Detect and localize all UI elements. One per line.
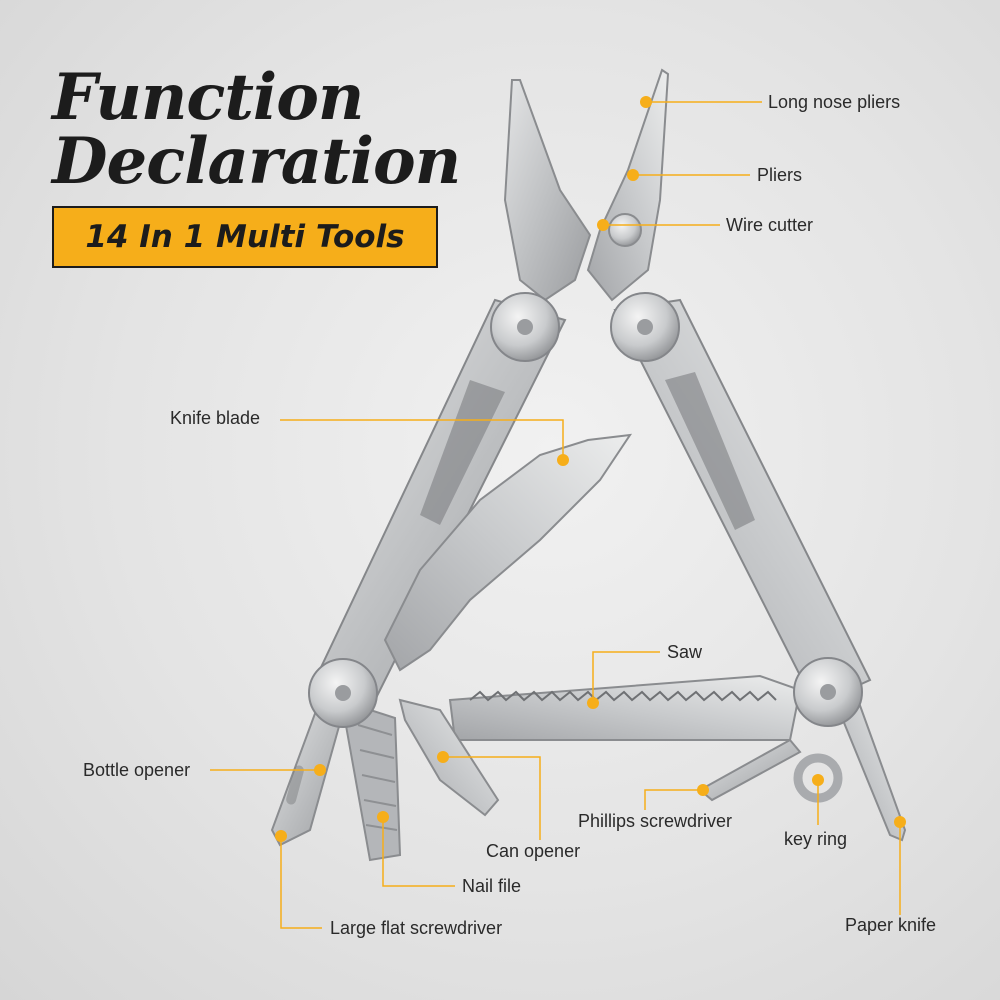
callout-knife-blade: Knife blade xyxy=(170,408,261,428)
dot-large-flat-screwdriver xyxy=(275,830,287,842)
left-handle-slot xyxy=(420,380,505,525)
dot-pliers xyxy=(627,169,639,181)
title-line-1: Function xyxy=(52,60,364,135)
leader-phillips-screwdriver xyxy=(644,789,703,810)
callout-paper-knife: Paper knife xyxy=(845,915,937,935)
dot-paper-knife xyxy=(894,816,906,828)
callout-wire-cutter: Wire cutter xyxy=(726,215,814,235)
dot-wire-cutter xyxy=(597,219,609,231)
leader-saw xyxy=(592,651,660,703)
dot-long-nose-pliers xyxy=(640,96,652,108)
callout-phillips-screwdriver: Phillips screwdriver xyxy=(578,811,733,831)
dot-bottle-opener xyxy=(314,764,326,776)
pliers-jaw-right xyxy=(586,68,670,302)
pliers-jaw-left xyxy=(503,79,592,302)
leader-can-opener xyxy=(443,756,541,840)
right-handle-slot xyxy=(665,372,755,530)
screwdriver-slot xyxy=(286,765,304,805)
leader-large-flat-screwdriver xyxy=(280,836,322,929)
dot-key-ring xyxy=(812,774,824,786)
saw-teeth xyxy=(469,690,777,702)
callout-bottle-opener: Bottle opener xyxy=(83,760,191,780)
callout-key-ring: key ring xyxy=(784,829,848,849)
badge-text: 14 In 1 Multi Tools xyxy=(85,219,405,255)
callout-large-flat-screwdriver: Large flat screwdriver xyxy=(330,918,503,938)
phillips-screwdriver-tool xyxy=(698,738,802,802)
title-line-2: Declaration xyxy=(52,124,461,199)
leader-nail-file xyxy=(382,817,455,887)
callout-nail-file: Nail file xyxy=(462,876,522,896)
nail-file-texture xyxy=(357,724,398,831)
callout-long-nose-pliers: Long nose pliers xyxy=(768,92,901,112)
knife-blade-tool xyxy=(383,433,633,672)
callout-saw: Saw xyxy=(667,642,703,662)
callout-pliers: Pliers xyxy=(757,165,803,185)
callout-can-opener: Can opener xyxy=(486,841,581,861)
dot-nail-file xyxy=(377,811,389,823)
dot-saw xyxy=(587,697,599,709)
saw-tool xyxy=(448,674,802,741)
dot-knife-blade xyxy=(557,454,569,466)
page-title: Function Declaration xyxy=(52,60,461,199)
tool-count-badge: 14 In 1 Multi Tools xyxy=(52,206,438,268)
dot-can-opener xyxy=(437,751,449,763)
wire-cutter-pivot xyxy=(608,213,642,247)
dot-phillips-screwdriver xyxy=(697,784,709,796)
leader-knife-blade xyxy=(280,419,564,460)
